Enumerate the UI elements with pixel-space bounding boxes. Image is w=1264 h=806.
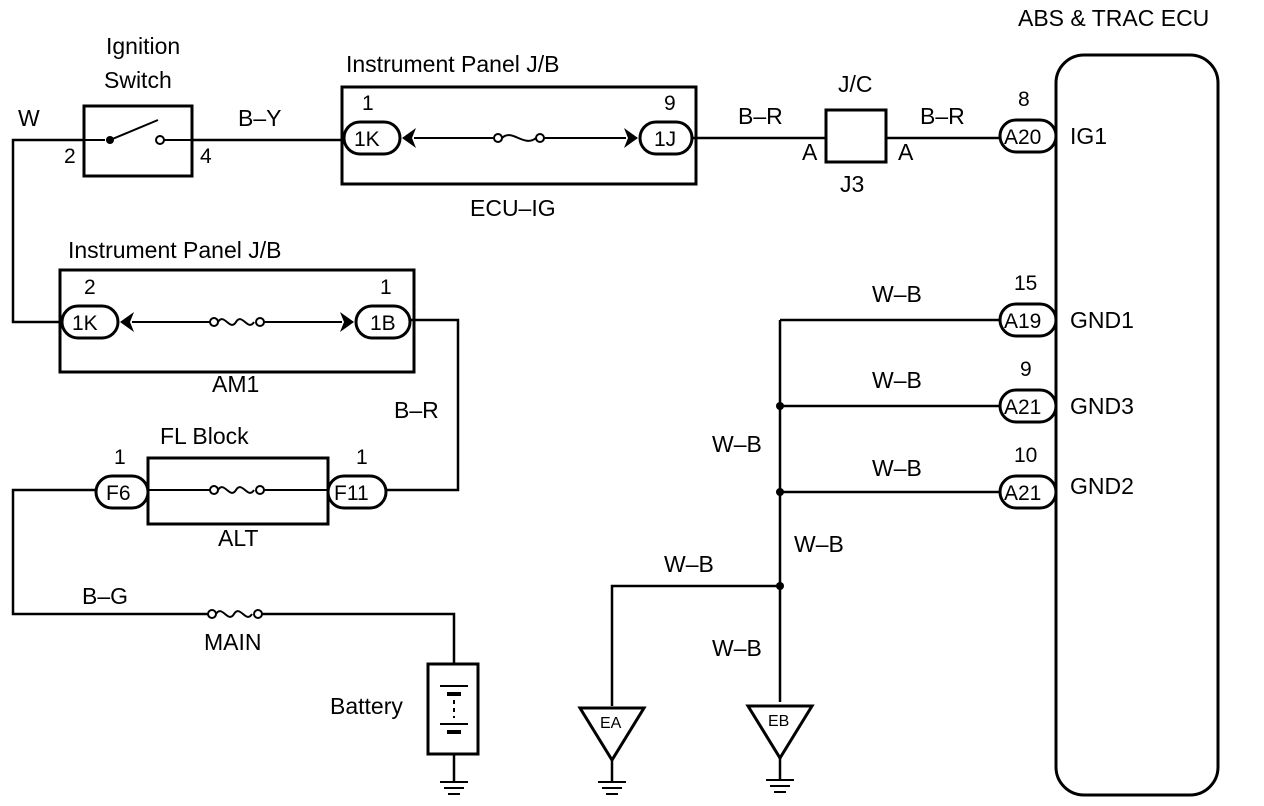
jb-mid-right-pin: 1 [380, 276, 392, 299]
wire-label-b-y: B–Y [238, 105, 281, 131]
ecu-terminal-gnd3: GND3 [1070, 393, 1134, 419]
fl-right-pin: 1 [356, 446, 368, 469]
ground-eb-icon [745, 704, 815, 793]
jc-code: J3 [840, 171, 864, 197]
ground-ea-label: EA [600, 715, 622, 732]
ecu-pin-gnd3: 9 [1020, 358, 1032, 381]
jb-top-left-connector [342, 120, 402, 156]
wire-label-wb-ea: W–B [664, 551, 714, 577]
fl-left-pin: 1 [114, 446, 126, 469]
wire-w [11, 138, 84, 324]
ignition-switch-label-1: Ignition [106, 33, 180, 59]
splice-dot [776, 402, 784, 410]
wire-b-g [11, 488, 208, 616]
ignition-pin-4: 4 [200, 145, 212, 168]
wire-label-b-g: B–G [82, 583, 128, 609]
wire-label-wb-eb: W–B [712, 635, 762, 661]
wire-label-wb-vert2: W–B [794, 531, 844, 557]
splice-dot [776, 488, 784, 496]
fuse-am1-icon [132, 317, 342, 327]
ground-ea-icon [577, 706, 647, 795]
ecu-conn-gnd2-label: A21 [1004, 482, 1041, 505]
jc-title: J/C [838, 71, 873, 97]
ecu-pin-ig1: 8 [1018, 88, 1030, 111]
ecu-connector-gnd1 [998, 302, 1058, 338]
jb-mid-left-connector [60, 304, 120, 340]
wire-label-b-r-2: B–R [920, 103, 965, 129]
fuse-alt-label: ALT [218, 525, 258, 551]
ecu-box [1054, 53, 1220, 797]
jb-mid-right-conn-label: 1B [370, 312, 396, 335]
wire-label-wb-gnd1: W–B [872, 281, 922, 307]
jc-box [824, 108, 888, 164]
jb-top-title: Instrument Panel J/B [346, 51, 560, 77]
ecu-conn-gnd3-label: A21 [1004, 396, 1041, 419]
jb-mid-right-connector [354, 304, 412, 340]
battery-ground-icon [440, 754, 468, 795]
jb-mid-title: Instrument Panel J/B [68, 237, 282, 263]
fl-right-connector [326, 474, 388, 510]
ignition-switch-label-2: Switch [104, 67, 172, 93]
jb-mid-left-pin: 2 [84, 276, 96, 299]
ecu-terminal-ig1: IG1 [1070, 123, 1107, 149]
ecu-conn-ig1-label: A20 [1004, 126, 1041, 149]
wire-b-r-mid [386, 318, 460, 492]
wire-label-b-r-1: B–R [738, 103, 783, 129]
arrow-icon [120, 312, 134, 332]
ignition-pin-2: 2 [64, 145, 76, 168]
ecu-conn-gnd1-label: A19 [1004, 310, 1041, 333]
jc-left-pin: A [802, 139, 818, 165]
wire-label-wb-gnd2: W–B [872, 455, 922, 481]
ecu-connector-gnd3 [998, 388, 1058, 424]
fl-left-connector [94, 474, 150, 510]
ecu-terminal-gnd1: GND1 [1070, 307, 1134, 333]
fuse-am1-label: AM1 [212, 371, 259, 397]
wire-label-b-r-3: B–R [394, 397, 439, 423]
jb-top-box [340, 85, 698, 186]
battery-label: Battery [330, 693, 403, 719]
wire-wb-ea [610, 584, 780, 706]
jc-right-pin: A [898, 139, 914, 165]
wire-label-wb-gnd3: W–B [872, 367, 922, 393]
wire-label-w: W [18, 105, 40, 131]
battery-icon [440, 685, 468, 734]
fl-left-conn-label: F6 [106, 482, 131, 505]
jb-top-left-conn-label: 1K [354, 128, 380, 151]
ecu-terminal-gnd2: GND2 [1070, 473, 1134, 499]
ground-eb-label: EB [768, 713, 789, 730]
fuse-main-icon [207, 609, 263, 619]
fuse-main-label: MAIN [204, 629, 262, 655]
fl-right-conn-label: F11 [334, 482, 369, 505]
fuse-alt-icon [148, 485, 328, 495]
ecu-pin-gnd2: 10 [1014, 444, 1037, 467]
jb-top-right-conn-label: 1J [654, 128, 676, 151]
jb-top-left-pin: 1 [362, 92, 374, 115]
fuse-ecu-ig-icon [414, 133, 626, 143]
ecu-connector-ig1 [998, 118, 1058, 154]
jb-mid-left-conn-label: 1K [72, 312, 98, 335]
ecu-connector-gnd2 [998, 474, 1058, 510]
splice-dot [776, 582, 784, 590]
fl-block-title: FL Block [160, 423, 249, 449]
wire-label-wb-vert1: W–B [712, 431, 762, 457]
arrow-icon [402, 128, 416, 148]
arrow-icon [340, 312, 354, 332]
wire-b-g-to-battery [262, 612, 456, 664]
arrow-icon [624, 128, 638, 148]
ecu-pin-gnd1: 15 [1014, 272, 1037, 295]
switch-contact-icon [84, 119, 192, 145]
ecu-title: ABS & TRAC ECU [1018, 5, 1209, 31]
fuse-ecu-ig-label: ECU–IG [470, 195, 556, 221]
jb-top-right-pin: 9 [664, 92, 676, 115]
